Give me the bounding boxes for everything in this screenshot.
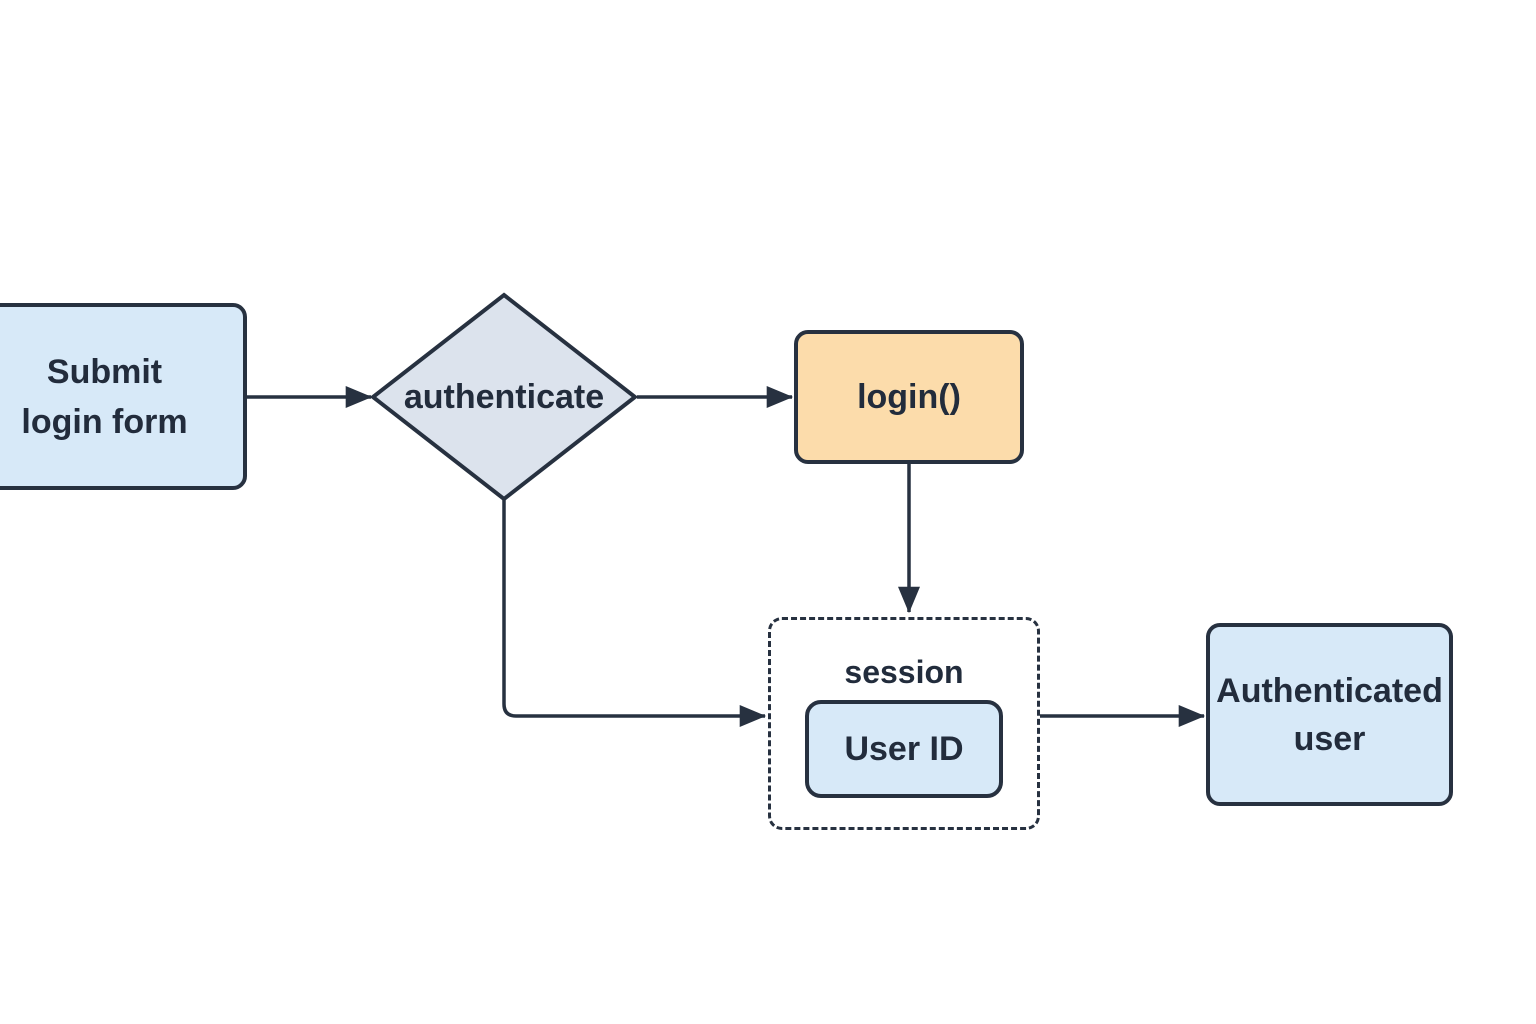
node-submit-label-line2: login form [21, 402, 188, 441]
node-authenticated-user: Authenticated user [1206, 623, 1453, 806]
session-label: session [844, 654, 964, 690]
node-authenticate-label: authenticate [403, 377, 605, 416]
node-login-function: login() [794, 330, 1024, 464]
node-submit-label-line1: Submit [46, 352, 163, 391]
node-submit-login-form: Submit login form [0, 303, 247, 490]
node-auth-label-line2: user [1293, 719, 1366, 758]
edge-authenticate-to-session [502, 499, 767, 727]
node-user-id-label: User ID [844, 730, 964, 768]
node-login-label: login() [857, 378, 961, 416]
node-user-id: User ID [805, 700, 1003, 798]
node-auth-label-line1: Authenticated [1216, 671, 1443, 710]
